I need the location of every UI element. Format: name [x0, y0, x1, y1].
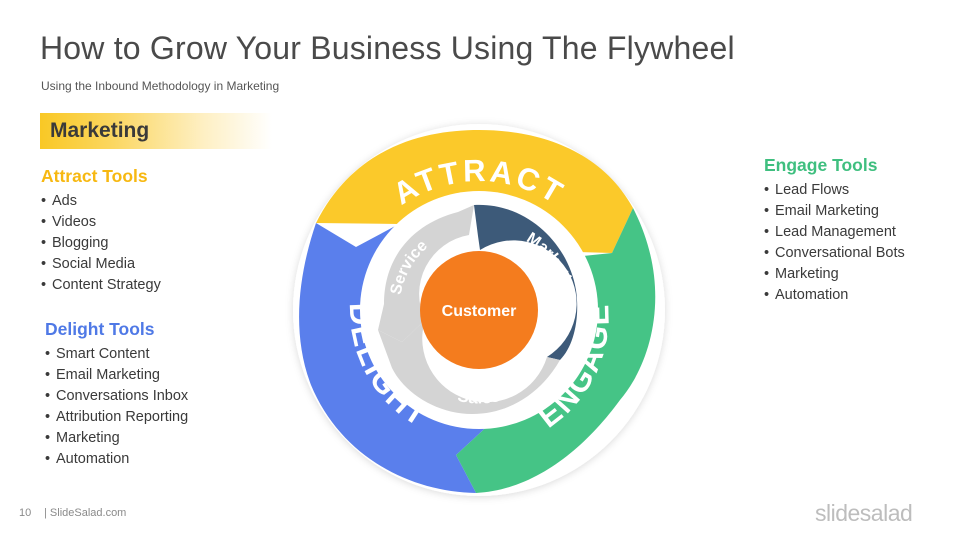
list-item: Lead Management — [764, 222, 905, 243]
list-item: Email Marketing — [764, 201, 905, 222]
list-item: Smart Content — [45, 344, 188, 365]
list-item: Lead Flows — [764, 180, 905, 201]
section-tag: Marketing — [40, 113, 272, 149]
customer-hub — [420, 251, 538, 369]
page-subtitle: Using the Inbound Methodology in Marketi… — [41, 79, 280, 93]
footer-site: | SlideSalad.com — [44, 507, 127, 519]
list-item: Ads — [41, 191, 161, 212]
list-item: Conversational Bots — [764, 243, 905, 264]
engage-tools-list: Engage Tools Lead Flows Email Marketing … — [764, 155, 905, 306]
list-item: Social Media — [41, 254, 161, 275]
customer-label: Customer — [442, 303, 517, 320]
brand-logo: slidesalad — [815, 500, 913, 526]
list-item: Content Strategy — [41, 275, 161, 296]
list-item: Blogging — [41, 233, 161, 254]
marketing-segment — [474, 204, 578, 360]
list-item: Videos — [41, 212, 161, 233]
list-item: Attribution Reporting — [45, 407, 188, 428]
engage-tools-heading: Engage Tools — [764, 155, 878, 175]
list-item: Marketing — [45, 428, 188, 449]
service-segment — [378, 205, 474, 342]
svg-text:Sales: Sales — [456, 386, 502, 408]
sales-segment — [378, 320, 560, 414]
page-title: How to Grow Your Business Using The Flyw… — [40, 30, 735, 66]
list-item: Conversations Inbox — [45, 386, 188, 407]
delight-tools-list: Delight Tools Smart Content Email Market… — [45, 319, 188, 470]
delight-tools-heading: Delight Tools — [45, 319, 155, 339]
attract-tools-heading: Attract Tools — [41, 166, 148, 186]
section-tag-label: Marketing — [50, 119, 150, 142]
attract-tools-list: Attract Tools Ads Videos Blogging Social… — [41, 166, 161, 296]
list-item-continued: Automation — [764, 285, 905, 306]
page-number: 10 — [19, 507, 32, 519]
list-item: Marketing — [764, 264, 905, 285]
list-item: Email Marketing — [45, 365, 188, 386]
list-item-continued: Automation — [45, 449, 188, 470]
sales-label: Sales — [456, 386, 502, 408]
